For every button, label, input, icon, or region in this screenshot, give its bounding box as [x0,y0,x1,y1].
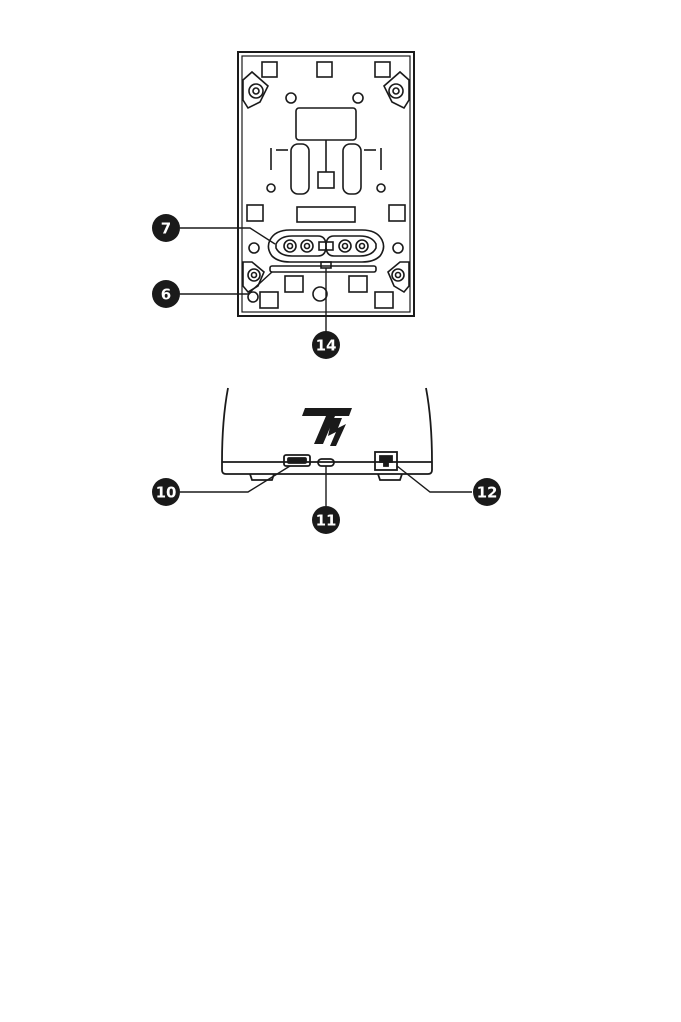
callout-6: 6 [152,280,180,308]
hole-mid-right [377,184,385,192]
slot-left [291,144,309,194]
screw-boss-bottom-left [243,262,264,292]
hole-upper-left [286,93,296,103]
side-pad-right [389,205,405,221]
corner-pad-top-center [317,62,332,77]
hole-lower-left [249,243,259,253]
callout-12: 12 [473,478,501,506]
callout-12-label: 12 [477,484,498,502]
clamp-connector-assembly [268,230,383,262]
bottom-pad-left [260,292,278,308]
screw-boss-bottom-right [388,262,409,292]
bottom-pad-right [375,292,393,308]
callout-11-label: 11 [316,512,337,530]
lower-pad-left [285,276,303,292]
callout-14: 14 [312,331,340,359]
slot-right [343,144,361,194]
corner-pad-top-left [262,62,277,77]
callout-6-label: 6 [161,286,171,304]
leader-lines-bottom [180,466,472,506]
hole-bottom-center [313,287,327,301]
side-pad-left [247,205,263,221]
callout-11: 11 [312,506,340,534]
callout-7-label: 7 [161,220,171,238]
middle-slot [297,207,355,222]
callout-7: 7 [152,214,180,242]
hole-mid-left [267,184,275,192]
corner-pad-top-right [375,62,390,77]
callout-10: 10 [152,478,180,506]
cable-rail [270,266,376,272]
thrustmaster-logo-icon [302,408,352,446]
center-notch [321,262,331,268]
hole-upper-right [353,93,363,103]
lower-pad-right [349,276,367,292]
center-panel [296,108,356,140]
callout-10-label: 10 [156,484,177,502]
callout-14-label: 14 [316,337,337,355]
center-block [318,172,334,188]
hole-lower-right [393,243,403,253]
